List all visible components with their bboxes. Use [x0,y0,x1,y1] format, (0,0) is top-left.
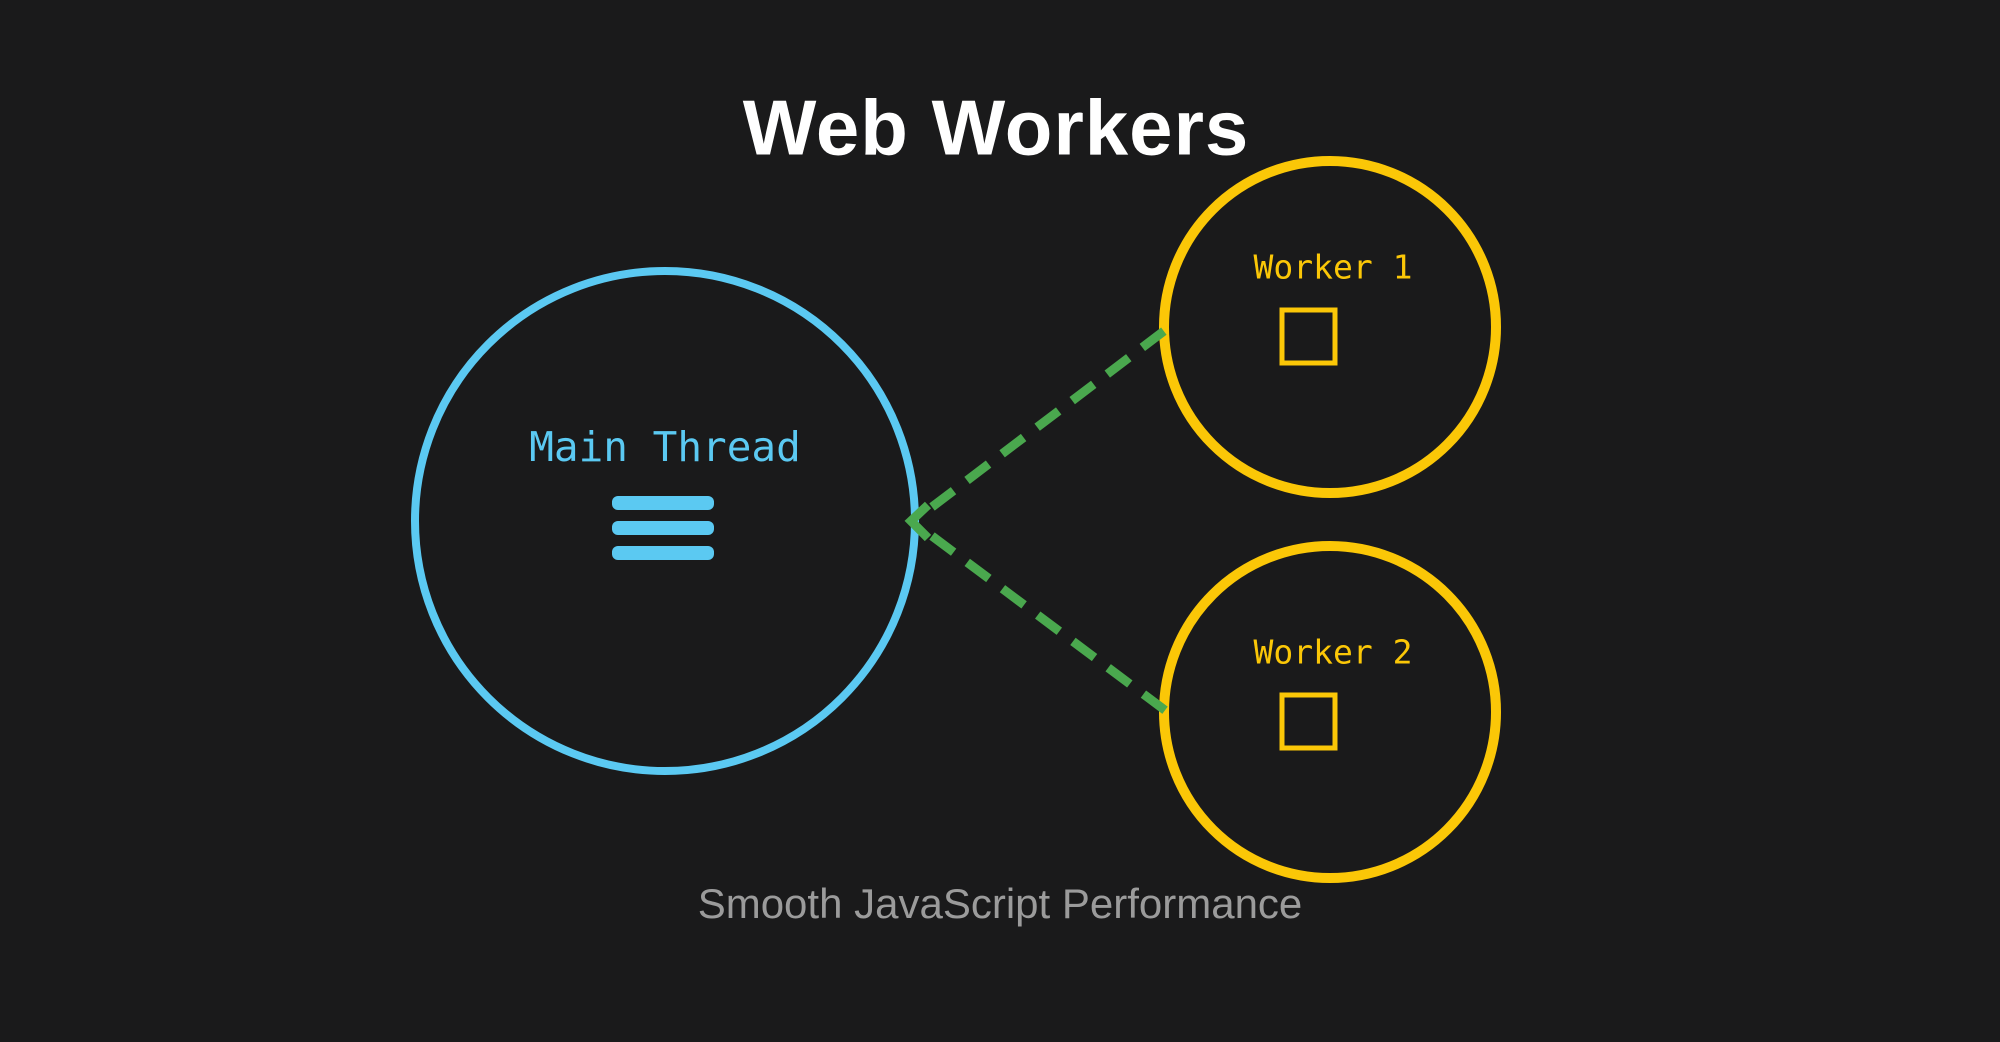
task-line-3 [612,546,714,560]
worker-1-label: Worker 1 [1253,247,1413,287]
task-lines-icon [612,496,714,560]
worker-1-circle [1159,156,1501,498]
worker-2-circle [1159,541,1501,883]
worker-2-task-icon [1279,692,1338,751]
worker-1-task-icon [1279,307,1338,366]
worker-2-label: Worker 2 [1253,632,1413,672]
arrowhead-icon [904,501,932,542]
main-thread-label: Main Thread [529,423,801,471]
task-line-1 [612,496,714,510]
caption: Smooth JavaScript Performance [697,880,1303,927]
worker-2-message-line [929,532,1169,715]
page-title: Web Workers [742,83,1250,172]
task-line-2 [612,521,714,535]
worker-1-message-line [929,327,1167,511]
